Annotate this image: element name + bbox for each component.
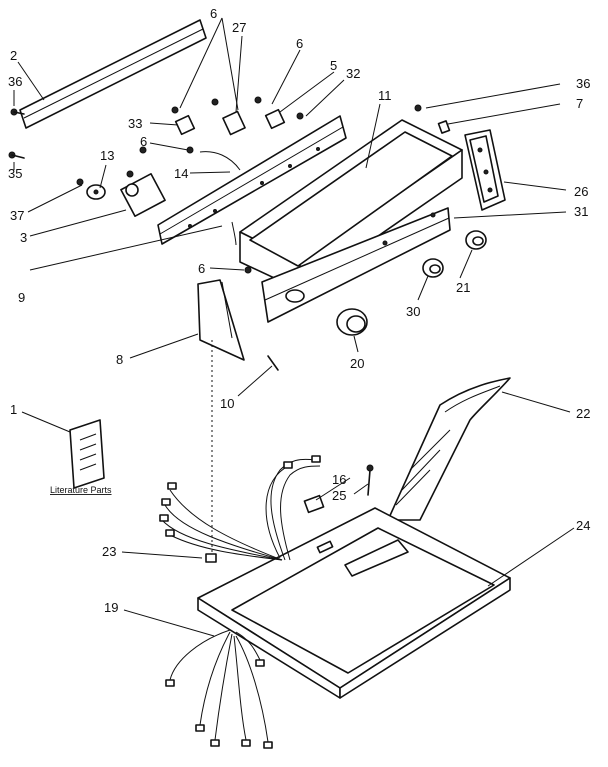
part-screw-35-left [8,151,25,159]
part-screw-36-right [414,104,422,112]
part-knob-30 [422,258,444,278]
part-switch-33 [174,114,196,136]
callout-3: 3 [20,230,27,245]
part-screw-25 [366,464,374,496]
callout-8: 8 [116,352,123,367]
wire-harness-upper [159,455,321,561]
part-clip-7 [437,120,451,134]
literature-caption: Literature Parts [50,485,112,495]
callout-5: 5 [330,58,337,73]
callout-21: 21 [456,280,470,295]
wire-harness-19 [165,629,273,749]
callout-33: 33 [128,116,142,131]
part-front-panel-31 [261,207,451,323]
part-wire-14 [199,151,241,246]
part-switch-5 [264,108,286,130]
callout-24: 24 [576,518,590,533]
part-clip-23 [205,553,217,563]
callout-37: 37 [10,208,24,223]
leader-lines [13,17,575,637]
part-switch-27 [222,110,246,136]
callout-7: 7 [576,96,583,111]
callout-9: 9 [18,290,25,305]
callout-22: 22 [576,406,590,421]
callout-26: 26 [574,184,588,199]
callout-31: 31 [574,204,588,219]
part-end-cap-26 [464,129,506,211]
part-control-bracket [157,115,347,245]
callout-2: 2 [10,48,17,63]
callout-14: 14 [174,166,188,181]
part-timer-3 [120,172,166,218]
callout-6-top-mid: 6 [296,36,303,51]
part-connector-16 [303,494,325,514]
callout-6-lower: 6 [198,261,205,276]
callout-25: 25 [332,488,346,503]
callout-11: 11 [378,88,392,103]
callout-36-right: 36 [576,76,590,91]
part-knob-13 [86,184,106,200]
callout-numbers: 2 36 35 37 3 13 6 27 6 5 32 33 6 14 11 3… [8,6,590,615]
callout-16: 16 [332,472,346,487]
callout-23: 23 [102,544,116,559]
part-screw-37 [76,178,84,186]
callout-13: 13 [100,148,114,163]
part-base-24 [197,507,511,699]
part-literature-1 [69,419,105,489]
part-knob-21 [465,230,487,250]
callout-36-left: 36 [8,74,22,89]
part-knob-20 [336,308,368,336]
part-screws-6-group [126,96,304,274]
callout-30: 30 [406,304,420,319]
callout-32: 32 [346,66,360,81]
callout-35: 35 [8,166,22,181]
part-vent-duct-22 [387,377,511,521]
part-end-panel-8 [197,279,245,361]
callout-27: 27 [232,20,246,35]
callout-20: 20 [350,356,364,371]
callout-10: 10 [220,396,234,411]
part-top-panel-strip [19,19,207,129]
part-screw-36-left [10,108,25,116]
callout-6-mid-left: 6 [140,134,147,149]
callout-19: 19 [104,600,118,615]
callout-6-top-left: 6 [210,6,217,21]
part-screw-10 [267,355,279,371]
callout-1: 1 [10,402,17,417]
